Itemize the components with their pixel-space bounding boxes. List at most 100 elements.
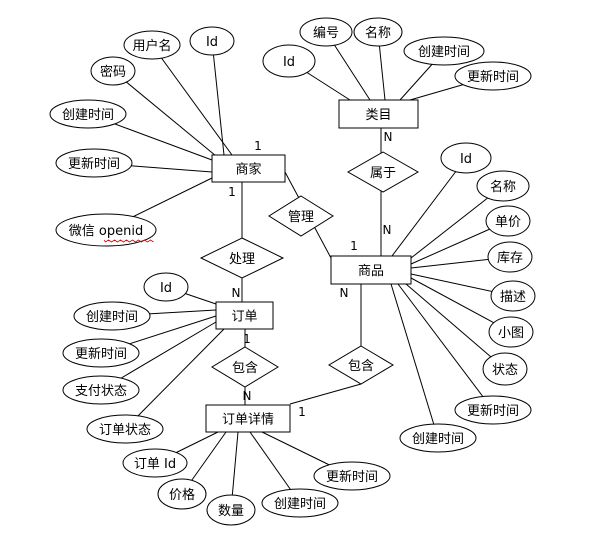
attribute-ellipse <box>454 61 532 91</box>
attribute: 更新时间 <box>454 395 532 425</box>
attribute: Id <box>440 142 492 174</box>
attribute-ellipse <box>299 17 353 47</box>
entity: 类目 <box>338 99 419 129</box>
attribute-label: 更新时间 <box>467 69 519 85</box>
attribute-ellipse <box>262 44 316 78</box>
cardinality-label: 1 <box>350 239 358 253</box>
attribute: Id <box>143 272 189 302</box>
attribute-ellipse <box>476 170 530 202</box>
attribute: 数量 <box>206 494 256 526</box>
cardinality-label: 1 <box>254 139 262 153</box>
attribute-ellipse <box>490 280 536 312</box>
relationship-diamond <box>199 237 285 279</box>
cardinality-label: N <box>383 223 392 237</box>
attribute-label: 描述 <box>500 290 526 305</box>
attribute-ellipse <box>353 17 403 47</box>
attribute-ellipse <box>487 241 533 273</box>
attribute-ellipse <box>399 423 477 453</box>
attribute-line <box>211 40 225 156</box>
attribute-ellipse <box>86 414 164 444</box>
cardinality-label: N <box>384 130 393 144</box>
attribute-ellipse <box>122 448 188 478</box>
relationship: 处理 <box>199 237 285 279</box>
attribute-ellipse <box>206 494 256 526</box>
attribute-line <box>390 283 439 439</box>
attribute: 更新时间 <box>62 338 140 368</box>
entity-box <box>338 99 419 129</box>
attribute: 名称 <box>476 170 530 202</box>
attribute-label: 创建时间 <box>274 497 326 512</box>
attribute-ellipse <box>157 478 207 510</box>
relationship-diamond <box>268 195 334 237</box>
attribute: 创建时间 <box>73 301 151 331</box>
attribute: 创建时间 <box>261 488 339 518</box>
relationship: 包含 <box>328 345 394 385</box>
attribute-ellipse <box>55 148 133 178</box>
attribute-ellipse <box>90 56 136 86</box>
attribute-label: 订单状态 <box>99 423 151 438</box>
relationship-diamond <box>211 346 279 388</box>
cardinality-label: N <box>340 286 349 300</box>
attribute-ellipse <box>189 26 235 56</box>
entity: 订单 <box>215 301 274 330</box>
attribute: 价格 <box>157 478 207 510</box>
attribute: Id <box>189 26 235 56</box>
attribute-ellipse <box>55 213 157 247</box>
attribute-label: 创建时间 <box>418 45 470 60</box>
attribute-label: 价格 <box>169 487 195 503</box>
attribute-label: 数量 <box>218 504 244 519</box>
relationship-label: 处理 <box>229 252 255 267</box>
cardinality-label: 1 <box>243 332 251 346</box>
attribute-label: 创建时间 <box>62 108 114 123</box>
spellcheck-underline <box>103 239 154 243</box>
relationship-label: 管理 <box>288 210 314 225</box>
attribute-ellipse <box>488 316 534 348</box>
attribute: 创建时间 <box>403 36 485 66</box>
attribute-label: 更新时间 <box>68 156 120 172</box>
entity-box <box>215 301 274 330</box>
attribute-label: Id <box>460 152 472 167</box>
attribute: 微信 openid <box>55 213 157 247</box>
entity-box <box>205 404 291 433</box>
entity-label: 类目 <box>365 108 391 123</box>
attribute: 库存 <box>487 241 533 273</box>
attribute-label: 更新时间 <box>326 469 378 485</box>
entity-box <box>330 255 412 285</box>
attribute-ellipse <box>62 375 140 405</box>
entity: 商家 <box>211 154 286 183</box>
relationship: 包含 <box>211 346 279 388</box>
attribute-label: 编号 <box>313 26 339 41</box>
attribute-ellipse <box>49 99 127 129</box>
cardinality-label: N <box>232 286 241 300</box>
attribute-label: 用户名 <box>132 38 171 54</box>
cardinality-label: N <box>243 389 252 403</box>
attribute: 创建时间 <box>399 423 477 453</box>
attribute-label: 小图 <box>498 326 524 341</box>
attribute-label: 名称 <box>365 25 391 41</box>
entity: 商品 <box>330 255 412 285</box>
attribute-label: 状态 <box>492 363 518 378</box>
entity: 订单详情 <box>205 404 291 433</box>
attribute-label: 名称 <box>490 179 516 195</box>
relationships: 属于管理处理包含包含 <box>199 151 420 388</box>
attribute: 名称 <box>353 17 403 47</box>
relationship-diamond <box>328 345 394 385</box>
attribute-label: 更新时间 <box>467 403 519 419</box>
attribute-label: 创建时间 <box>86 310 138 325</box>
attribute-label: 支付状态 <box>75 384 127 399</box>
attribute-label: Id <box>160 281 172 296</box>
attribute: 更新时间 <box>55 148 133 178</box>
attribute-ellipse <box>143 272 189 302</box>
attribute-label: Id <box>283 55 295 70</box>
attribute-ellipse <box>123 30 181 60</box>
attribute-line <box>391 157 467 257</box>
attribute-label: Id <box>206 35 218 50</box>
attribute-label: 库存 <box>497 250 523 266</box>
entity-label: 商品 <box>358 264 384 279</box>
attribute: 更新时间 <box>313 461 391 491</box>
attribute: 小图 <box>488 316 534 348</box>
entity-label: 商家 <box>235 162 261 178</box>
